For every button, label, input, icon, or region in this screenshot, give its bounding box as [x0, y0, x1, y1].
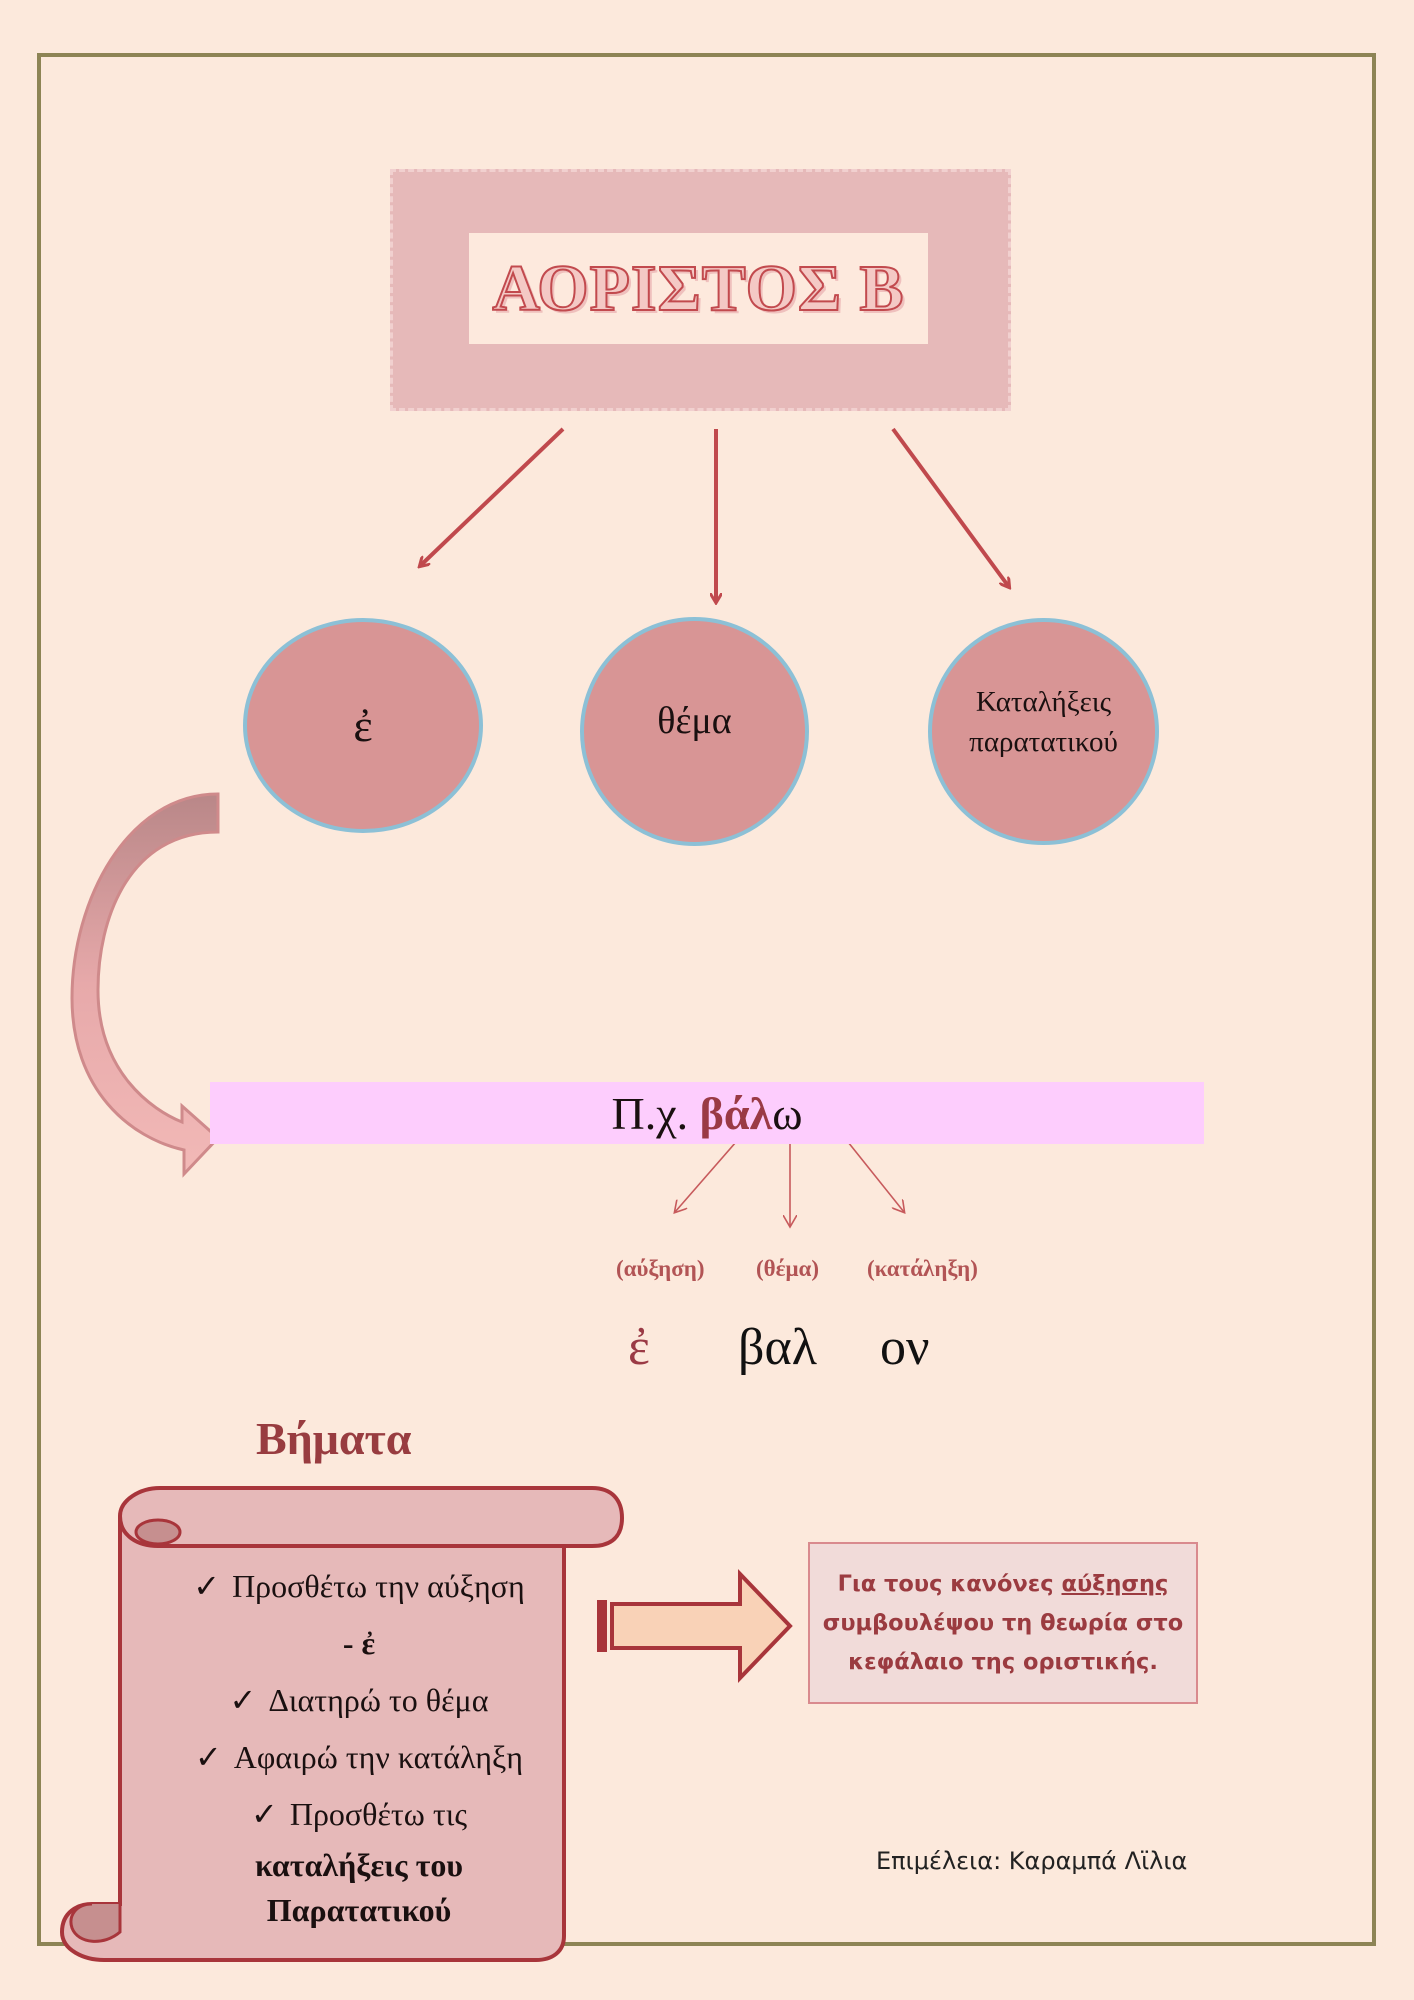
- step-1-extra: - ἐ: [342, 1625, 376, 1661]
- step-1-text: Προσθέτω την αύξηση: [232, 1568, 525, 1604]
- step-4: ✓ Προσθέτω τις: [150, 1786, 568, 1843]
- ending-part-value: ον: [880, 1319, 930, 1376]
- curved-arrow: [70, 792, 221, 1178]
- endings-circle-line2: παρατατικού: [969, 725, 1118, 758]
- check-icon: ✓: [229, 1682, 257, 1718]
- step-4-bold-line1: καταλήξεις του: [255, 1847, 463, 1883]
- note-part3: κεφάλαιο της οριστικής.: [848, 1648, 1158, 1675]
- check-icon: ✓: [194, 1739, 222, 1775]
- note-part1: Για τους κανόνες: [837, 1570, 1054, 1597]
- step-4-text: Προσθέτω τις: [289, 1796, 467, 1832]
- step-2: ✓ Διατηρώ το θέμα: [150, 1672, 568, 1729]
- endings-circle-line1: Καταλήξεις: [975, 685, 1112, 718]
- page-title: ΑΟΡΙΣΤΟΣ Β: [491, 251, 905, 326]
- title-inner-box: ΑΟΡΙΣΤΟΣ Β: [469, 233, 928, 344]
- stem-part-label: (θέμα): [756, 1256, 820, 1281]
- augment-part-value: ἐ: [628, 1319, 650, 1376]
- steps-list: ✓ Προσθέτω την αύξηση - ἐ ✓ Διατηρώ το θέμ…: [150, 1558, 568, 1933]
- stem-part-value: βαλ: [738, 1319, 817, 1376]
- example-prefix: Π.χ.: [611, 1087, 689, 1139]
- ending-part-label: (κατάληξη): [867, 1256, 978, 1281]
- note-part2: συμβουλέψου τη θεωρία στο: [822, 1609, 1184, 1636]
- credit-text: Επιμέλεια: Καραμπά Λϊλια: [876, 1847, 1188, 1875]
- example-stem: βάλ: [699, 1087, 773, 1139]
- arrow-to-endings: [891, 427, 1009, 587]
- stem-circle-label: θέμα: [657, 699, 732, 742]
- step-2-text: Διατηρώ το θέμα: [268, 1682, 489, 1718]
- note-underlined: αύξησης: [1061, 1570, 1169, 1597]
- check-icon: ✓: [193, 1568, 221, 1604]
- augment-circle-label: ἐ: [353, 700, 373, 751]
- augment-part-label: (αύξηση): [616, 1256, 705, 1281]
- step-1: ✓ Προσθέτω την αύξηση: [150, 1558, 568, 1615]
- endings-circle: Καταλήξεις παρατατικού: [928, 618, 1159, 845]
- block-arrow: [597, 1569, 793, 1683]
- arrow-to-augment: [420, 427, 565, 566]
- steps-heading: Βήματα: [256, 1413, 412, 1464]
- step-4-bold-line2: Παρατατικού: [266, 1892, 452, 1928]
- step-3-text: Αφαιρώ την κατάληξη: [233, 1739, 524, 1775]
- example-ending: ω: [772, 1087, 803, 1139]
- page-border: [37, 53, 1376, 1946]
- note-box: Για τους κανόνες αύξησης συμβουλέψου τη …: [808, 1542, 1198, 1704]
- arrow-to-augment-part: [675, 1141, 737, 1212]
- arrow-to-ending-part: [847, 1141, 904, 1212]
- steps-scroll: [59, 1486, 625, 1962]
- check-icon: ✓: [251, 1796, 278, 1832]
- step-3: ✓ Αφαιρώ την κατάληξη: [150, 1729, 568, 1786]
- augment-circle: ἐ: [243, 618, 483, 833]
- stem-circle: θέμα: [580, 617, 809, 846]
